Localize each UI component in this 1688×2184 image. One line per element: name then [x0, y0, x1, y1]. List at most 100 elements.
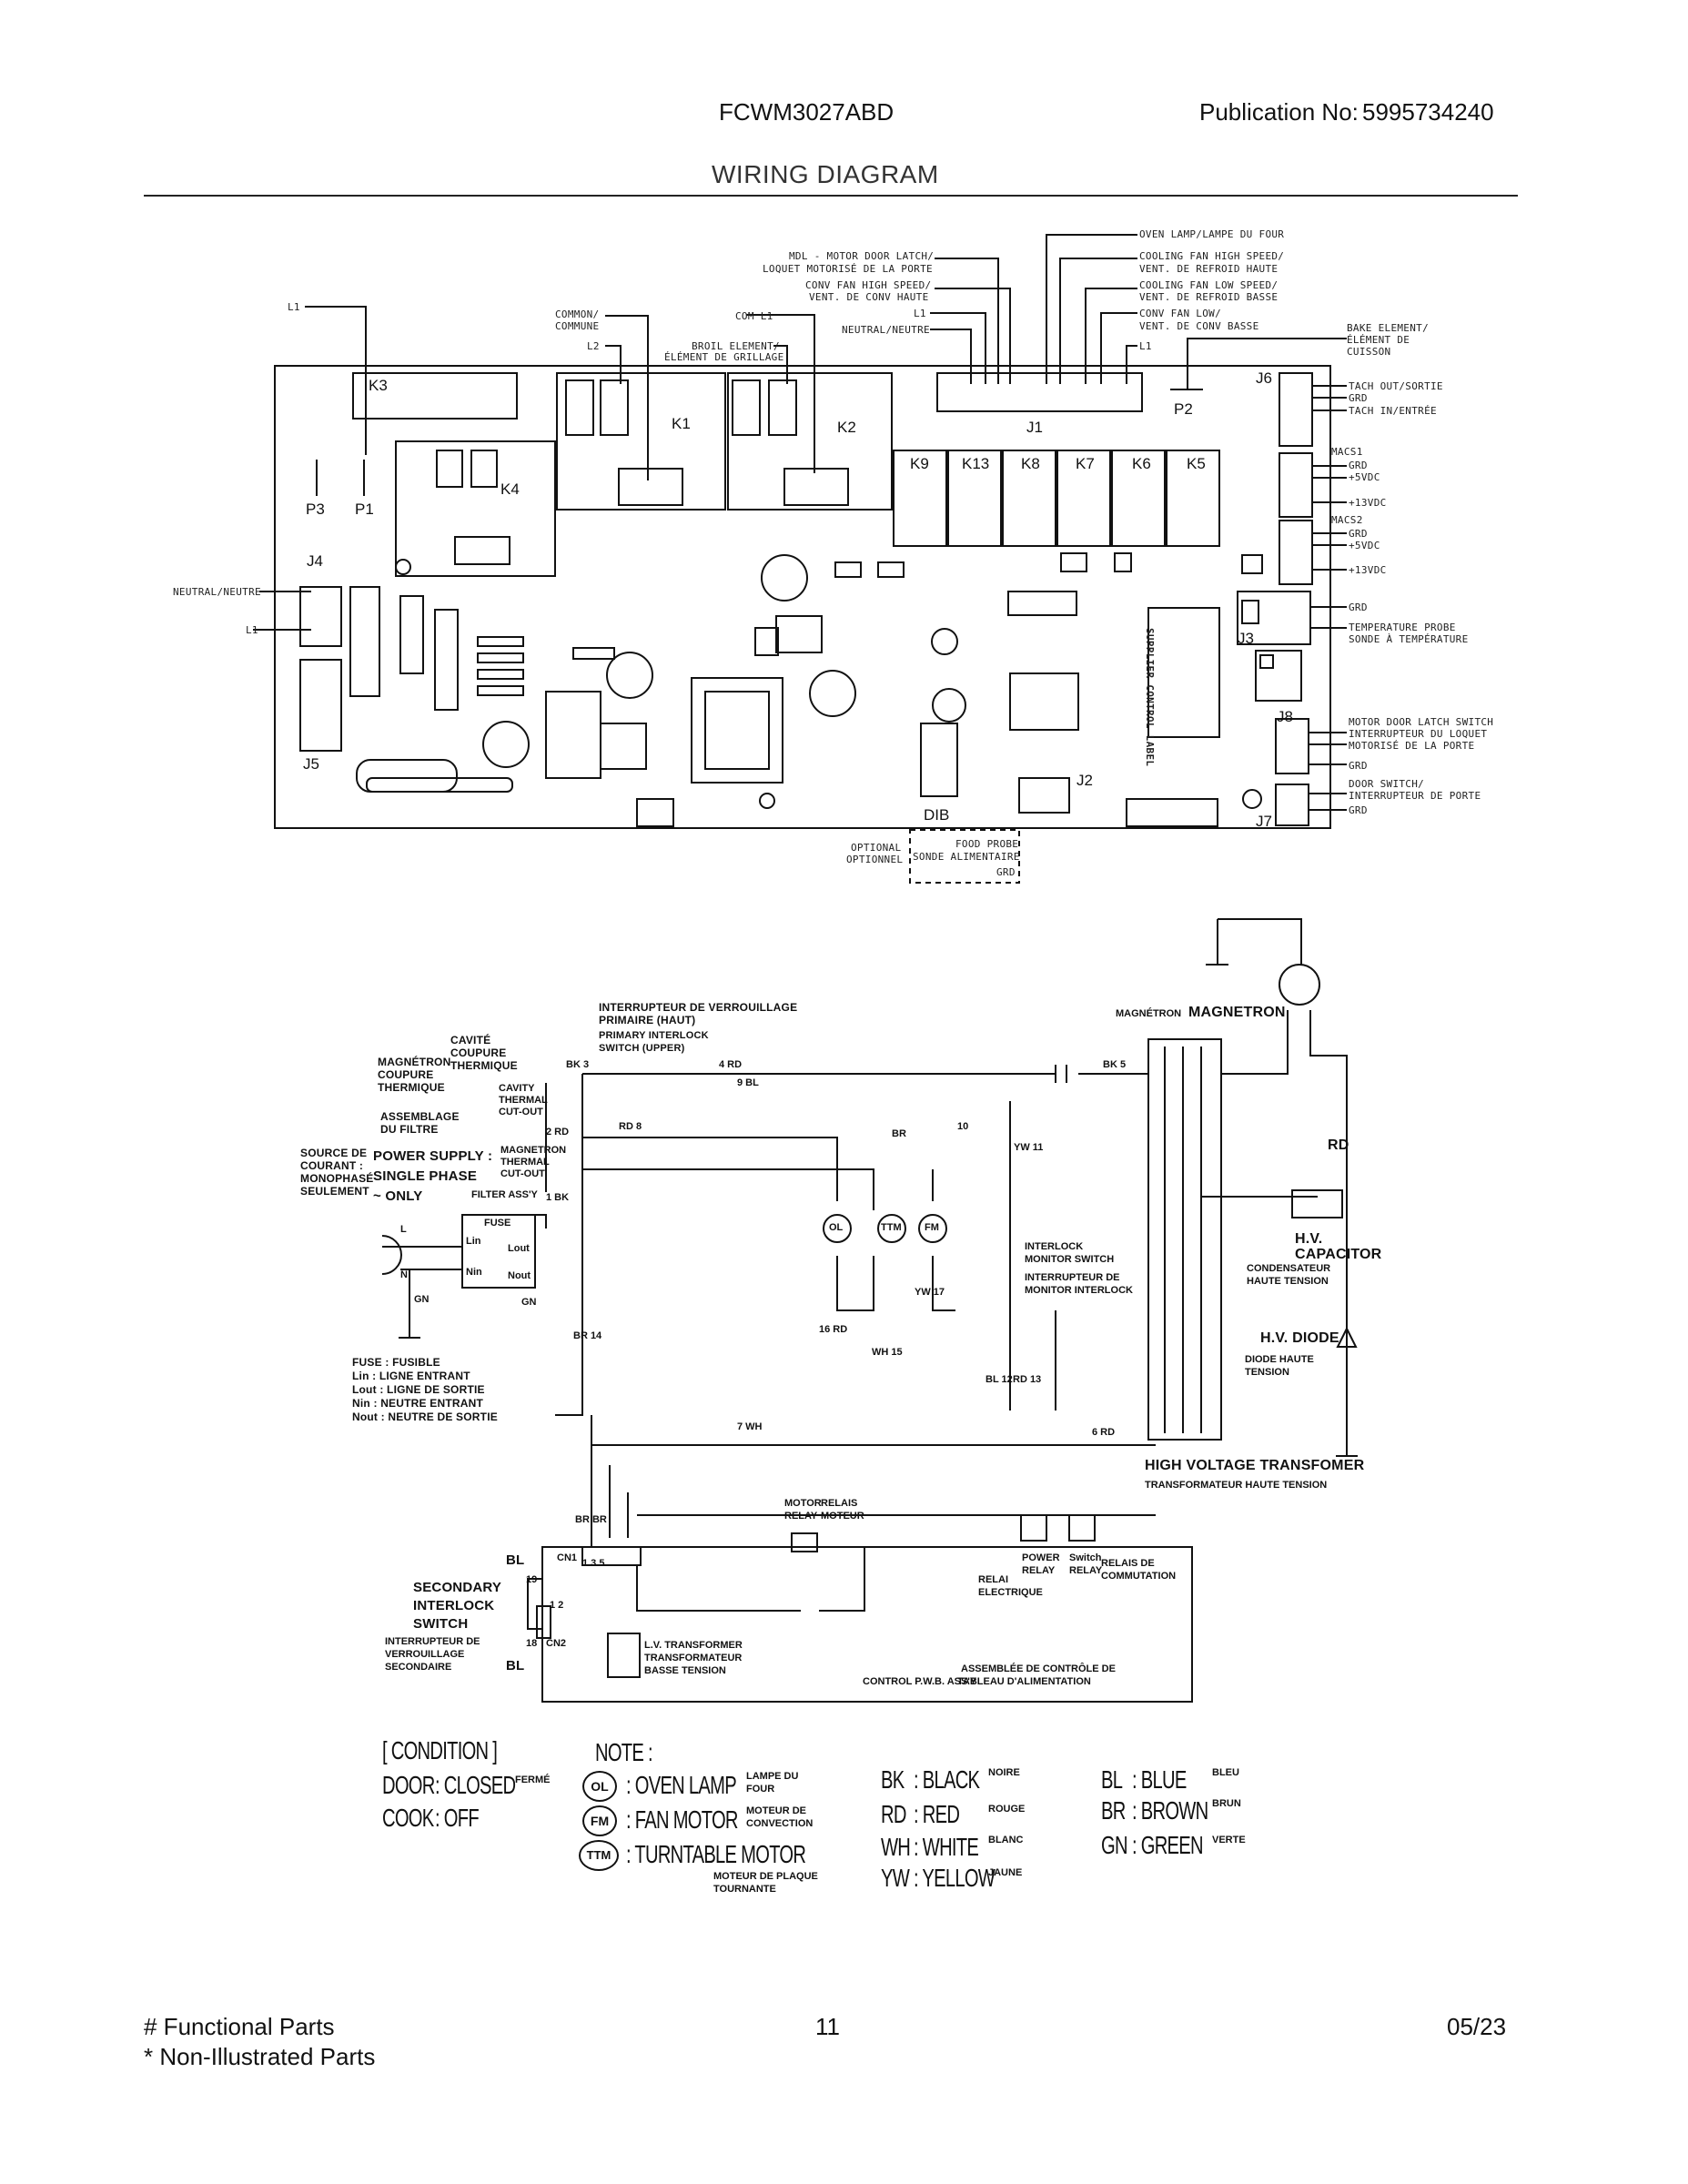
legend-note-title: NOTE : — [595, 1738, 653, 1766]
connector-p1: P1 — [355, 500, 374, 518]
legend-ol-fr-2: FOUR — [746, 1784, 775, 1795]
label-optional-2: OPTIONNEL — [846, 854, 904, 865]
wire-bk1: 1 BK — [546, 1192, 570, 1203]
sch-relais-moteur-1: RELAIS — [821, 1498, 858, 1509]
legend-color-yw-fr: JAUNE — [988, 1867, 1023, 1878]
sch-lv-2: TRANSFORMATEUR — [644, 1653, 743, 1663]
publication-number: 5995734240 — [1362, 98, 1494, 126]
sch-power-1: POWER SUPPLY : — [373, 1148, 493, 1164]
label-grd-1: GRD — [1349, 392, 1368, 404]
label-com-l1: COM L1 — [735, 310, 773, 322]
relay-k6: K6 — [1132, 455, 1151, 472]
sch-cn2-pins: 1 2 — [550, 1600, 564, 1611]
connector-j6: J6 — [1256, 369, 1272, 387]
legend-color-rd-name: : RED — [914, 1800, 960, 1828]
connector-j1: J1 — [1026, 419, 1043, 436]
label-conv-low-2: VENT. DE CONV BASSE — [1139, 320, 1259, 332]
legend-ttm-fr-1: MOTEUR DE PLAQUE — [713, 1871, 818, 1882]
label-broil-1: BROIL ELEMENT/ — [692, 340, 780, 352]
label-cooling-low-1: COOLING FAN LOW SPEED/ — [1139, 279, 1279, 291]
connector-p3: P3 — [306, 500, 325, 518]
sch-legend-nin: Nin : NEUTRE ENTRANT — [352, 1397, 483, 1410]
sch-condensateur-1: CONDENSATEUR — [1247, 1263, 1331, 1274]
connector-p2: P2 — [1174, 400, 1193, 418]
sch-secondary-2: INTERLOCK — [413, 1598, 495, 1613]
supplier-control-label: SUPPLIER CONTROL LABEL — [1144, 628, 1156, 767]
sch-power-2: SINGLE PHASE — [373, 1168, 478, 1184]
relay-k3-body — [352, 372, 518, 420]
sch-motor-relay-2: RELAY — [784, 1511, 818, 1522]
legend-condition-title: [ CONDITION ] — [382, 1736, 498, 1764]
label-mdl-switch-2: INTERRUPTEUR DU LOQUET — [1349, 728, 1488, 740]
sch-primary-2: SWITCH (UPPER) — [599, 1043, 685, 1054]
legend-door-label: DOOR — [382, 1771, 435, 1799]
sch-interlock-fr-1: INTERRUPTEUR DE VERROUILLAGE — [599, 1001, 798, 1014]
connector-j5: J5 — [303, 755, 319, 773]
legend-color-bk-name: : BLACK — [914, 1765, 980, 1794]
label-l1-left-j4: L1 — [246, 624, 258, 636]
sch-switch-relay-1: Switch — [1069, 1552, 1102, 1563]
sch-ol: OL — [829, 1222, 844, 1233]
sch-lin: Lin — [466, 1236, 481, 1247]
sch-mag-cut-1: MAGNETRON — [500, 1145, 567, 1156]
relay-k1-body — [556, 372, 726, 511]
legend-ttm-symbol: TTM — [579, 1840, 619, 1871]
wire-n10: 10 — [957, 1121, 969, 1132]
sch-secondary-fr-3: SECONDAIRE — [385, 1662, 452, 1673]
legend-color-wh-code: WH — [881, 1833, 911, 1861]
label-tach-out: TACH OUT/SORTIE — [1349, 380, 1443, 392]
sch-bl-bot: BL — [506, 1658, 525, 1673]
label-food-probe-1: FOOD PROBE — [955, 838, 1019, 850]
sch-nout: Nout — [508, 1270, 531, 1281]
sch-l: L — [400, 1224, 407, 1235]
sch-assemblee-2: TABLEAU D'ALIMENTATION — [957, 1676, 1091, 1687]
sch-mag-cut-3: CUT-OUT — [500, 1168, 545, 1179]
sch-cn1-pins: 1 3 5 — [582, 1558, 605, 1569]
label-neutral-left: NEUTRAL/NEUTRE — [173, 586, 261, 598]
sch-cn1: CN1 — [557, 1552, 578, 1563]
wire-bk5: BK 5 — [1103, 1059, 1127, 1070]
label-13v-1: +13VDC — [1349, 497, 1387, 509]
legend-color-bk-fr: NOIRE — [988, 1767, 1020, 1778]
sch-motor-relay-1: MOTOR — [784, 1498, 822, 1509]
sch-interlock-mon-4: MONITOR INTERLOCK — [1025, 1285, 1133, 1296]
wire-yw11: YW 11 — [1014, 1142, 1044, 1153]
sch-cavity-2: THERMAL — [499, 1095, 548, 1106]
legend-color-br-name: : BROWN — [1132, 1796, 1208, 1825]
sch-relai-elec-1: RELAI — [978, 1574, 1008, 1585]
wire-bl9: 9 BL — [737, 1077, 759, 1088]
legend-ol-symbol: OL — [582, 1771, 617, 1802]
label-cooling-high-1: COOLING FAN HIGH SPEED/ — [1139, 250, 1285, 262]
sch-cavity-3: CUT-OUT — [499, 1107, 543, 1117]
sch-n18: 18 — [526, 1638, 538, 1649]
legend-color-br-fr: BRUN — [1212, 1798, 1241, 1809]
label-mdl-1: MDL - MOTOR DOOR LATCH/ — [789, 250, 935, 262]
sch-source-4: SEULEMENT — [300, 1185, 369, 1198]
wire-wh7: 7 WH — [737, 1421, 763, 1432]
connector-j2: J2 — [1076, 772, 1093, 789]
page-title: WIRING DIAGRAM — [712, 160, 939, 188]
label-common-2: COMMUNE — [555, 320, 600, 332]
legend-cook-label: COOK — [382, 1804, 434, 1832]
sch-secondary-1: SECONDARY — [413, 1580, 502, 1595]
label-temp-probe-1: TEMPERATURE PROBE — [1349, 622, 1456, 633]
relay-k8: K8 — [1021, 455, 1040, 472]
sch-filter: FILTER ASS'Y — [471, 1189, 538, 1200]
sch-relai-elec-2: ELECTRIQUE — [978, 1587, 1043, 1598]
sch-control-pwb: CONTROL P.W.B. ASS'Y — [863, 1676, 977, 1687]
label-broil-2: ÉLÉMENT DE GRILLAGE — [664, 351, 784, 363]
sch-gn2: GN — [521, 1297, 537, 1308]
sch-hv-diode: H.V. DIODE — [1260, 1330, 1339, 1346]
label-mdl-switch-3: MOTORISÉ DE LA PORTE — [1349, 740, 1475, 752]
label-l1-mid: L1 — [914, 308, 926, 319]
sch-legend-lout: Lout : LIGNE DE SORTIE — [352, 1383, 485, 1396]
label-l1-left: L1 — [288, 301, 300, 313]
label-5v-1: +5VDC — [1349, 471, 1380, 483]
label-13v-2: +13VDC — [1349, 564, 1387, 576]
sch-interlock-fr-2: PRIMAIRE (HAUT) — [599, 1014, 696, 1026]
legend-ttm-text: : TURNTABLE MOTOR — [626, 1840, 806, 1868]
sch-cavite-3: THERMIQUE — [450, 1059, 518, 1072]
legend-color-bl-name: : BLUE — [1132, 1765, 1187, 1794]
legend-ol-fr-1: LAMPE DU — [746, 1771, 799, 1782]
sch-magnetron: MAGNETRON — [1188, 1005, 1286, 1020]
